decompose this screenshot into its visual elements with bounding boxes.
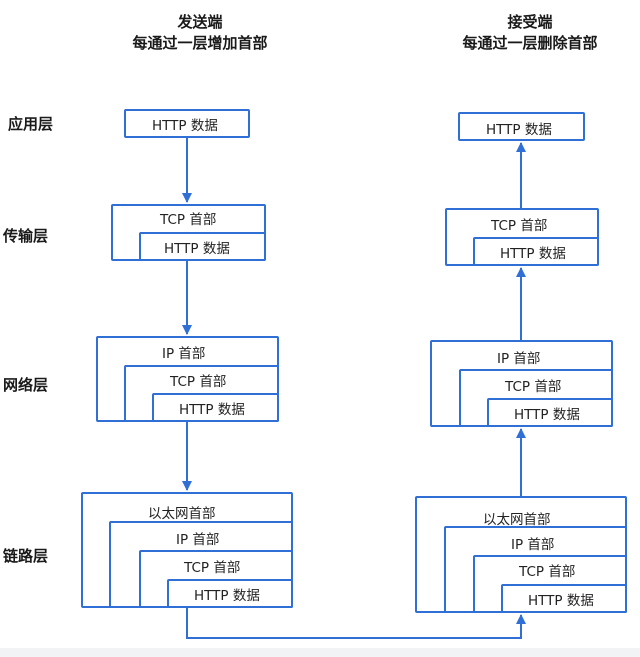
sender-ip-header-text: IP 首部	[162, 346, 206, 362]
layer-label-application: 应用层	[8, 115, 54, 133]
layer-label-transport: 传输层	[3, 227, 49, 245]
sender-tcp-http-text: HTTP 数据	[164, 241, 230, 257]
sender-link-tcp-header-text: TCP 首部	[184, 560, 241, 576]
receiver-app-http-text: HTTP 数据	[486, 122, 552, 138]
layer-label-network: 网络层	[3, 376, 49, 394]
sender-ip-http-text: HTTP 数据	[179, 402, 245, 418]
sender-title: 发送端 每通过一层增加首部	[105, 12, 295, 54]
sender-link-http-text: HTTP 数据	[194, 588, 260, 604]
receiver-ip-tcp-header-text: TCP 首部	[505, 379, 562, 395]
sender-link-http-box	[167, 579, 293, 608]
receiver-title: 接受端 每通过一层删除首部	[430, 12, 630, 54]
receiver-link-ip-header-text: IP 首部	[511, 537, 555, 553]
receiver-title-line1: 接受端	[507, 13, 553, 31]
sender-tcp-http-box	[139, 232, 266, 261]
layer-label-link: 链路层	[3, 547, 49, 565]
receiver-ip-http-box	[487, 398, 613, 427]
receiver-title-line2: 每通过一层删除首部	[462, 34, 598, 52]
sender-title-line1: 发送端	[177, 13, 223, 31]
sender-link-ip-header-text: IP 首部	[176, 532, 220, 548]
receiver-tcp-header-text: TCP 首部	[491, 218, 548, 234]
sender-ip-tcp-header-text: TCP 首部	[170, 374, 227, 390]
receiver-tcp-http-text: HTTP 数据	[500, 246, 566, 262]
sender-app-http-text: HTTP 数据	[152, 118, 218, 134]
sender-title-line2: 每通过一层增加首部	[132, 34, 268, 52]
receiver-link-http-box	[501, 584, 627, 613]
sender-app-http-box	[124, 109, 250, 138]
sender-ip-http-box	[152, 393, 279, 422]
receiver-ethernet-header-text: 以太网首部	[483, 512, 551, 528]
sender-ethernet-header-text: 以太网首部	[148, 506, 216, 522]
receiver-link-tcp-header-text: TCP 首部	[519, 564, 576, 580]
receiver-ip-http-text: HTTP 数据	[514, 407, 580, 423]
receiver-ip-header-text: IP 首部	[497, 351, 541, 367]
receiver-link-http-text: HTTP 数据	[528, 593, 594, 609]
sender-tcp-header-text: TCP 首部	[160, 212, 217, 228]
receiver-tcp-http-box	[473, 237, 599, 266]
bottom-strip	[0, 648, 640, 657]
receiver-app-http-box	[458, 112, 585, 141]
physical-link-connector	[186, 608, 526, 639]
